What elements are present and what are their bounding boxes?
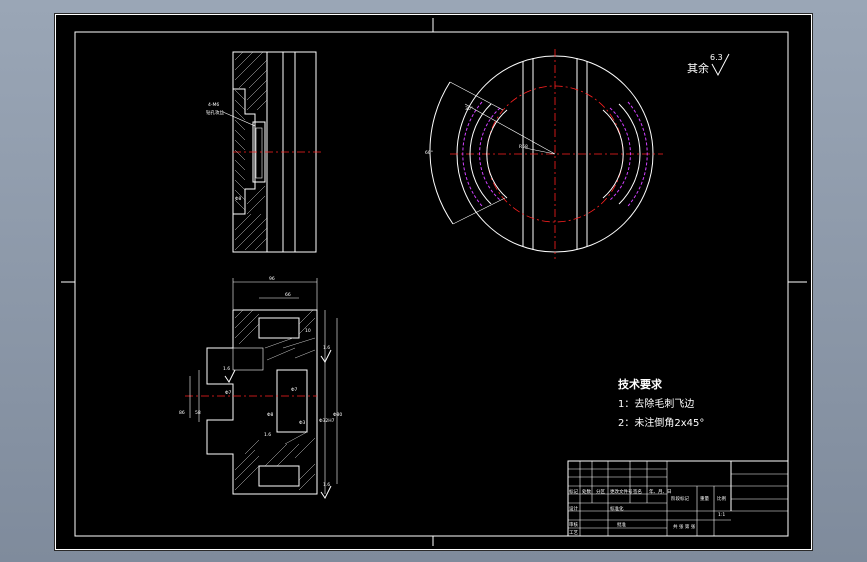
rough-3: 1.6 xyxy=(223,366,230,372)
roughness-mark-1 xyxy=(320,349,332,363)
dim-width-top: 96 xyxy=(269,276,275,282)
roughness-symbol xyxy=(711,53,730,77)
tb-col-1: 标记 xyxy=(569,488,578,495)
dim-16: 1.6 xyxy=(264,432,271,438)
tech-req-title: 技术要求 xyxy=(618,377,663,391)
plate-radius-label: R58 xyxy=(519,144,528,150)
tech-req-item-1: 1：去除毛刺飞边 xyxy=(618,397,694,410)
tb-col-4: 更改文件号 xyxy=(610,488,633,495)
rough-2: 1.6 xyxy=(323,482,330,488)
dim-phi1: Φ7 xyxy=(225,390,232,396)
surface-roughness-note: 其余 6.3 xyxy=(687,53,730,77)
roughness-label: 其余 xyxy=(687,61,709,75)
top-view-note: 4-M6 xyxy=(208,102,219,108)
dim-bore: Φ32H7 xyxy=(319,418,335,424)
section-view: 96 66 10 Φ7 Φ7 Φ8 Φ3 1.6 86 58 Φ32H7 Φ80… xyxy=(179,276,342,499)
plate-angle-label: 60° xyxy=(425,150,433,156)
roughness-value: 6.3 xyxy=(710,53,723,62)
top-view: 4-M6 钻孔攻丝 Φ8 xyxy=(206,51,321,253)
tb-standard: 标准化 xyxy=(610,505,624,512)
cad-drawing: 4-M6 钻孔攻丝 Φ8 R58 60° 30° 其余 xyxy=(55,14,812,550)
tb-process: 工艺 xyxy=(569,530,578,536)
tb-weight: 重量 xyxy=(700,495,709,502)
dim-h2: 58 xyxy=(195,410,201,416)
tb-stage: 阶段标记 xyxy=(671,495,689,502)
drawing-sheet: 4-M6 钻孔攻丝 Φ8 R58 60° 30° 其余 xyxy=(54,13,813,551)
rough-1: 1.6 xyxy=(323,345,330,351)
roughness-mark-2 xyxy=(320,485,332,499)
top-view-dim: Φ8 xyxy=(235,196,242,202)
tb-col-5: 签名 xyxy=(633,488,642,495)
plate-angle2-label: 30° xyxy=(465,106,473,112)
dim-width-inner: 66 xyxy=(285,292,291,298)
dim-phi2: Φ7 xyxy=(291,387,298,393)
top-view-note2: 钻孔攻丝 xyxy=(206,109,224,116)
tb-scale-value: 1:1 xyxy=(718,512,725,518)
tb-scale: 比例 xyxy=(717,495,726,502)
dim-s2: Φ3 xyxy=(299,420,306,426)
technical-requirements: 技术要求 1：去除毛刺飞边 2：未注倒角2x45° xyxy=(618,377,704,429)
roughness-mark-3 xyxy=(224,369,236,383)
tb-review: 审核 xyxy=(569,521,578,528)
dim-s1: Φ8 xyxy=(267,412,274,418)
drawing-frame xyxy=(74,31,789,537)
dim-10: 10 xyxy=(305,328,311,334)
tb-design: 设计 xyxy=(569,505,578,512)
sheet-border xyxy=(55,14,812,550)
tb-col-6: 年、月、日 xyxy=(649,488,672,495)
title-block: 标记 处数 分区 更改文件号 签名 年、月、日 设计 标准化 审核 工艺 批准 … xyxy=(567,460,789,537)
tb-approve: 批准 xyxy=(617,521,626,528)
tb-col-3: 分区 xyxy=(596,488,605,495)
tb-col-2: 处数 xyxy=(582,488,591,495)
plate-view: R58 60° 30° xyxy=(425,49,663,259)
tech-req-item-2: 2：未注倒角2x45° xyxy=(618,416,704,429)
tb-sheet: 共 张 第 张 xyxy=(673,523,696,530)
dim-h1: 86 xyxy=(179,410,185,416)
dim-od: Φ80 xyxy=(333,412,342,418)
